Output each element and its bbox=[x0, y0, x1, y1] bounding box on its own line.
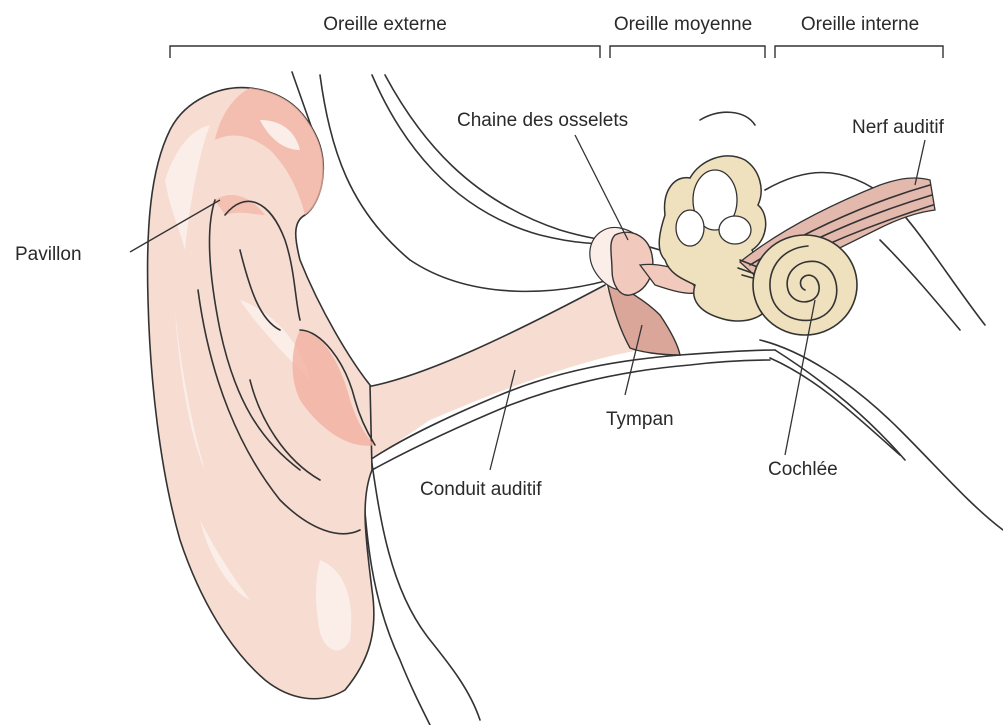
label-cochlee: Cochlée bbox=[768, 459, 838, 480]
leader-ossicles bbox=[575, 135, 628, 240]
pinna bbox=[148, 88, 375, 699]
label-pavillon: Pavillon bbox=[15, 244, 82, 265]
ear-canal-fill bbox=[360, 285, 640, 460]
label-conduit-auditif: Conduit auditif bbox=[420, 479, 542, 500]
section-outer-label: Oreille externe bbox=[323, 14, 447, 35]
section-inner-label: Oreille interne bbox=[801, 14, 919, 35]
label-osselets: Chaine des osselets bbox=[457, 110, 628, 131]
label-nerf-auditif: Nerf auditif bbox=[852, 117, 945, 138]
section-middle-label: Oreille moyenne bbox=[614, 14, 752, 35]
cochlea bbox=[753, 235, 857, 335]
brace-outer-ear bbox=[170, 46, 600, 58]
section-braces bbox=[170, 46, 943, 58]
brace-middle-ear bbox=[610, 46, 765, 58]
label-tympan: Tympan bbox=[606, 409, 674, 430]
brace-inner-ear bbox=[775, 46, 943, 58]
